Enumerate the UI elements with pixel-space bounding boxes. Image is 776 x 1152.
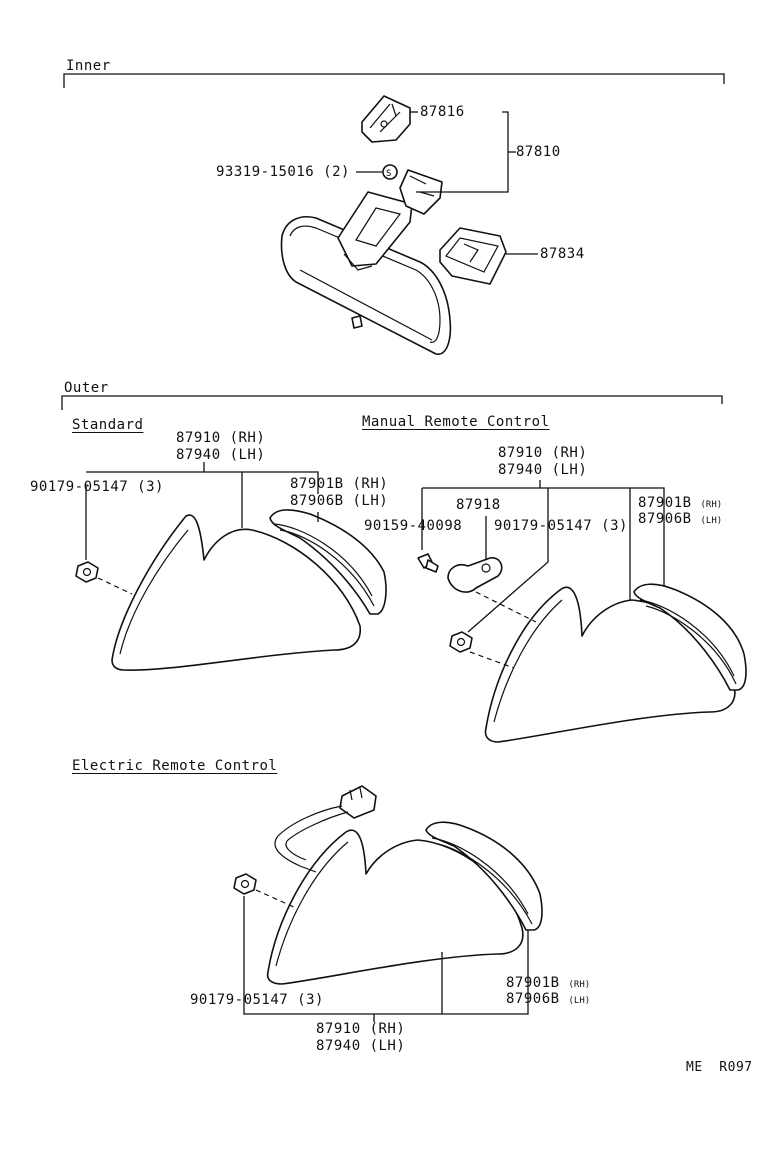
standard-mirror-body (111, 514, 361, 671)
label-electric-87910: 87910 (RH) (316, 1021, 406, 1037)
label-87810: 87810 (516, 144, 561, 160)
label-manual-90159: 90159-40098 (364, 518, 463, 534)
label-93319-15016: 93319-15016 (2) (216, 164, 350, 180)
label-standard-87940: 87940 (LH) (176, 447, 266, 463)
inner-leaders (356, 111, 538, 255)
section-outer: Outer (64, 380, 109, 396)
label-87816: 87816 (420, 104, 465, 120)
electric-mirror-glass (425, 821, 543, 931)
label-standard-90179: 90179-05147 (3) (30, 479, 164, 495)
heading-standard: Standard (72, 417, 144, 433)
label-electric-87906b: 87906B (LH) (506, 991, 591, 1007)
standard-mirror-glass (269, 509, 387, 615)
label-electric-90179: 90179-05147 (3) (190, 992, 324, 1008)
label-electric-87940: 87940 (LH) (316, 1038, 406, 1054)
bracket-87816 (361, 95, 411, 143)
electric-nut (233, 873, 257, 895)
label-manual-87940: 87940 (LH) (498, 462, 588, 478)
inner-mirror-body (280, 216, 452, 355)
label-standard-87901b: 87901B (RH) (290, 476, 389, 492)
manual-mirror-body (484, 586, 736, 743)
outer-section-rule (61, 395, 723, 410)
label-87834: 87834 (540, 246, 585, 262)
electric-connector (274, 785, 377, 873)
section-inner: Inner (66, 58, 111, 74)
label-manual-87918: 87918 (456, 497, 501, 513)
electric-leaders (243, 889, 529, 1022)
label-standard-87906b: 87906B (LH) (290, 493, 389, 509)
label-manual-87901b: 87901B (RH) (638, 495, 723, 511)
label-electric-87901b: 87901B (RH) (506, 975, 591, 991)
manual-leaders (421, 480, 665, 669)
heading-manual-remote: Manual Remote Control (362, 414, 550, 430)
cover-87834 (439, 227, 507, 285)
heading-electric-remote: Electric Remote Control (72, 758, 278, 774)
manual-nut (449, 631, 473, 653)
figure-code: ME R097 (686, 1060, 753, 1075)
standard-nut (75, 561, 99, 583)
label-manual-90179: 90179-05147 (3) (494, 518, 628, 534)
standard-leaders (85, 462, 319, 595)
inner-section-rule (63, 73, 725, 88)
screw-93319: S (382, 164, 398, 180)
manual-knob-87918 (447, 557, 503, 593)
label-manual-87910: 87910 (RH) (498, 445, 588, 461)
manual-mirror-glass (633, 583, 747, 691)
label-standard-87910: 87910 (RH) (176, 430, 266, 446)
manual-screw-90159 (417, 553, 439, 573)
label-manual-87906b: 87906B (LH) (638, 511, 723, 527)
svg-text:S: S (386, 169, 391, 179)
